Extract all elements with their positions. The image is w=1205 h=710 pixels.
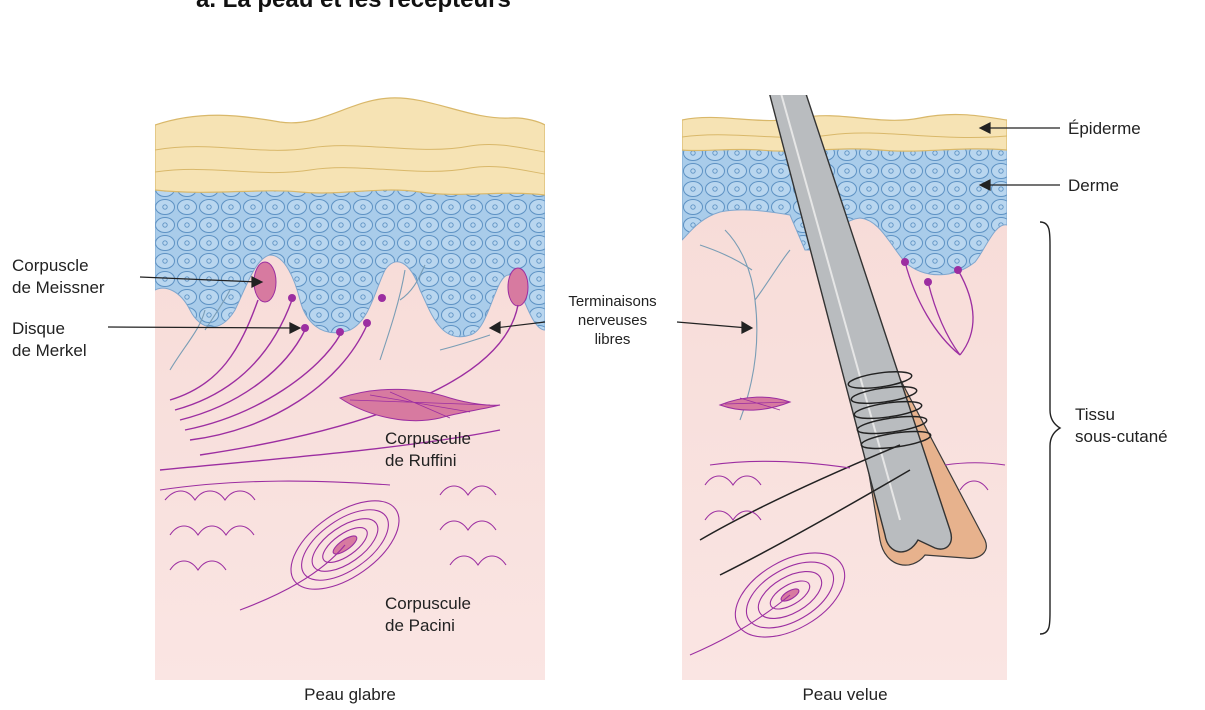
label-pacini: Corpuscule de Pacini: [385, 593, 471, 637]
label-ruffini-line2: de Ruffini: [385, 450, 471, 472]
label-free-endings-line2: nerveuses: [555, 311, 670, 330]
label-meissner: Corpuscle de Meissner: [12, 255, 105, 299]
label-ruffini-line1: Corpuscule: [385, 428, 471, 450]
caption-hairy-skin: Peau velue: [745, 684, 945, 706]
label-free-nerve-endings: Terminaisons nerveuses libres: [555, 292, 670, 349]
label-merkel-line2: de Merkel: [12, 340, 87, 362]
epidermis-layer: [155, 98, 545, 195]
label-dermis: Derme: [1068, 175, 1119, 197]
label-subcutaneous-line1: Tissu: [1075, 404, 1168, 426]
label-free-endings-line3: libres: [555, 330, 670, 349]
panel-hairy-skin: [682, 0, 1007, 680]
epidermis-layer: [682, 115, 1007, 152]
label-pacini-line1: Corpuscule: [385, 593, 471, 615]
label-epidermis: Épiderme: [1068, 118, 1141, 140]
label-merkel: Disque de Merkel: [12, 318, 87, 362]
meissner-corpuscle: [508, 268, 528, 306]
subcutaneous-brace: [1040, 222, 1060, 634]
label-subcutaneous-line2: sous-cutané: [1075, 426, 1168, 448]
label-meissner-line2: de Meissner: [12, 277, 105, 299]
merkel-disc: [378, 294, 386, 302]
merkel-disc: [336, 328, 344, 336]
label-meissner-line1: Corpuscle: [12, 255, 105, 277]
panel-glabrous-skin: [155, 98, 545, 680]
label-free-endings-line1: Terminaisons: [555, 292, 670, 311]
label-subcutaneous: Tissu sous-cutané: [1075, 404, 1168, 448]
label-ruffini: Corpuscule de Ruffini: [385, 428, 471, 472]
label-merkel-line1: Disque: [12, 318, 87, 340]
caption-glabrous-skin: Peau glabre: [250, 684, 450, 706]
label-pacini-line2: de Pacini: [385, 615, 471, 637]
dermis-layer: [155, 180, 545, 337]
